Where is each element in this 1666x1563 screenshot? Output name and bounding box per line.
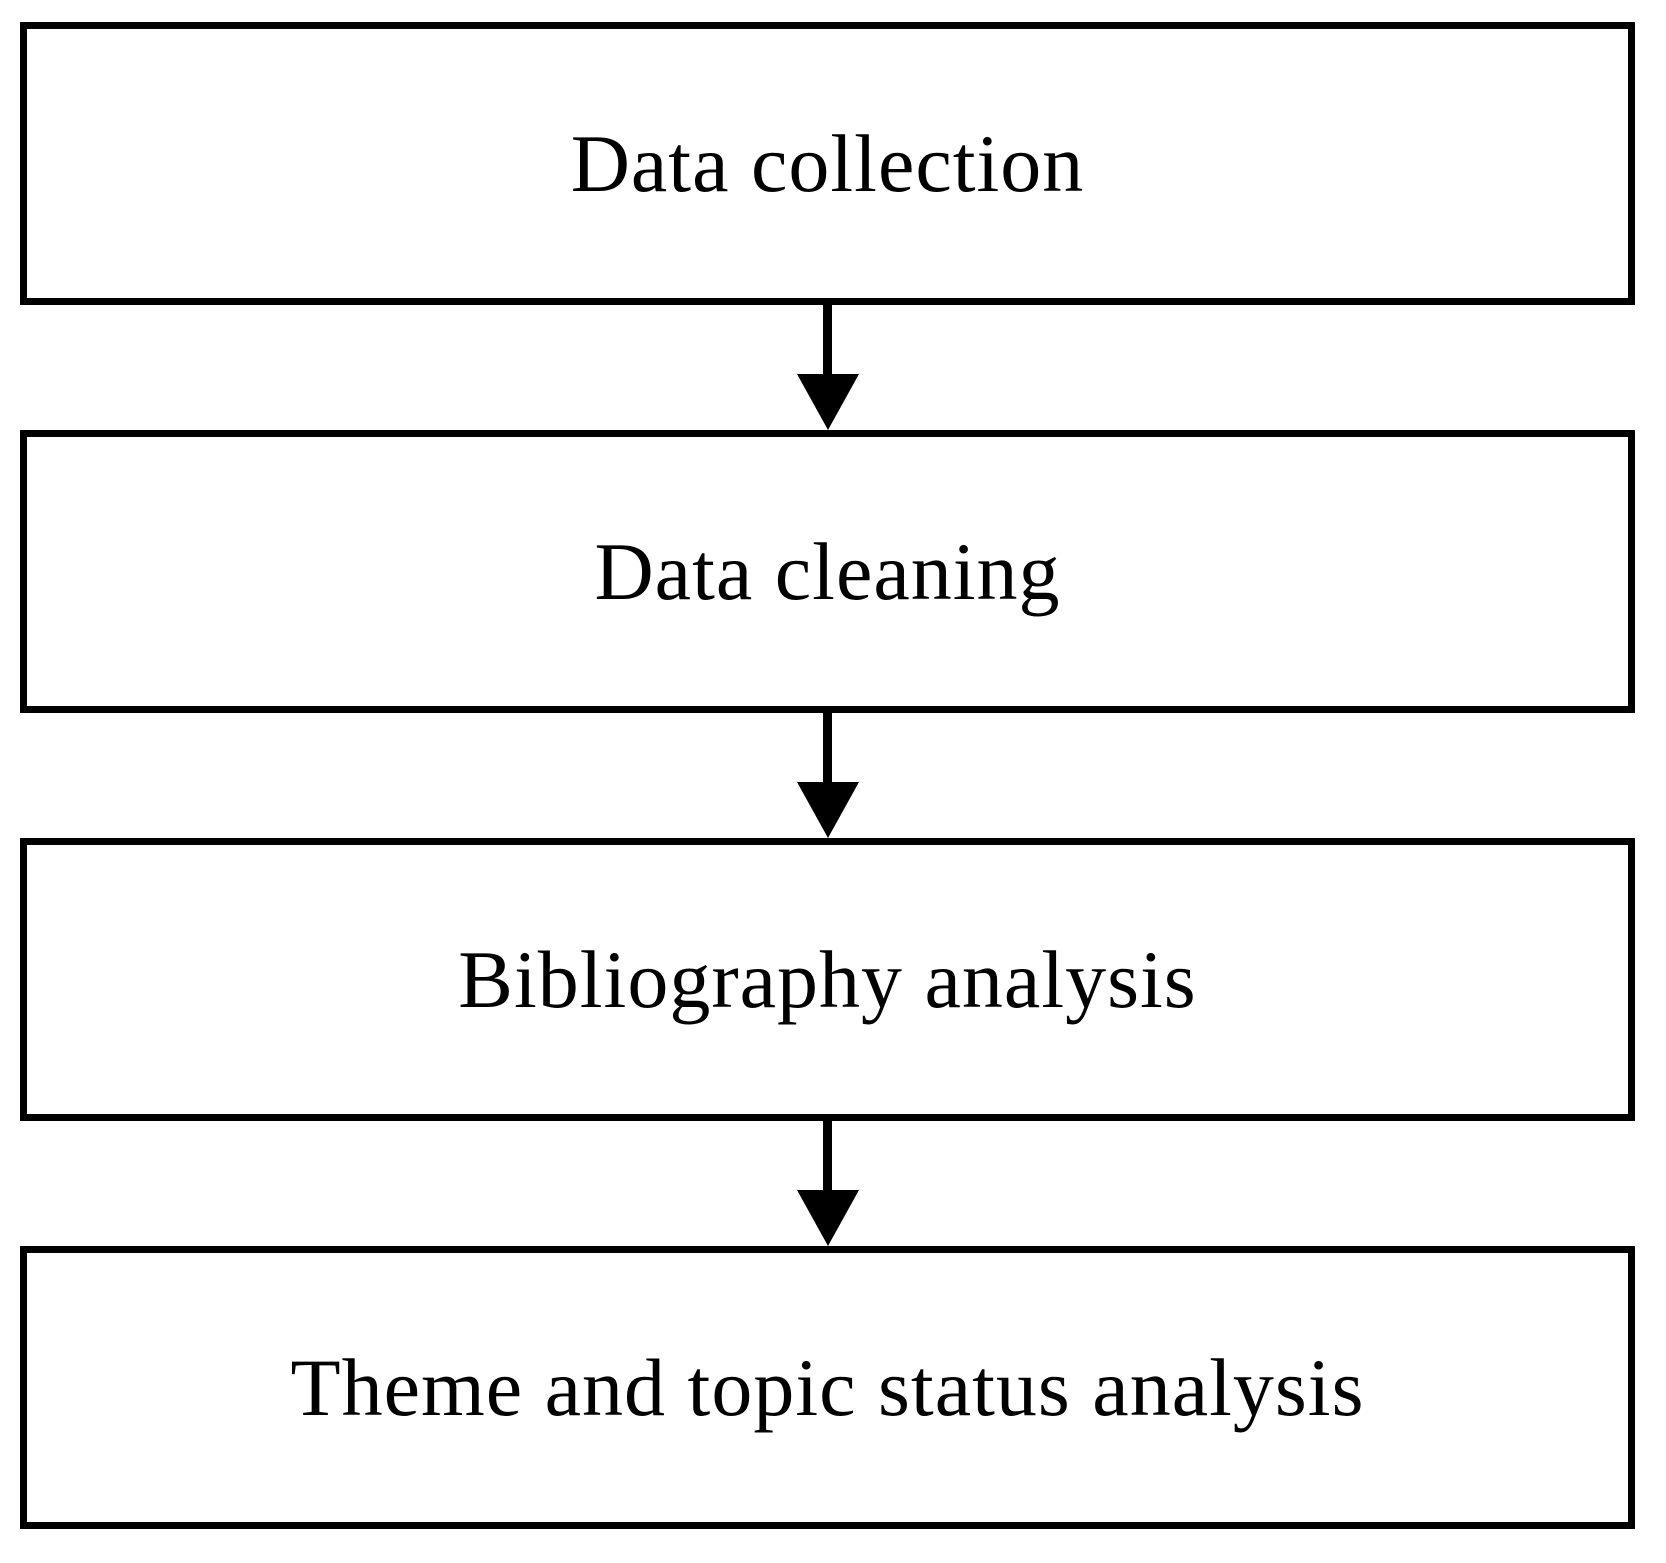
down-arrow-3	[20, 1121, 1635, 1246]
step-label-theme-topic-status-analysis: Theme and topic status analysis	[290, 1341, 1365, 1433]
flowchart-column: Data collection Data cleaning Bibliograp…	[20, 22, 1635, 1529]
down-arrow-stem-icon	[823, 305, 832, 374]
step-label-data-cleaning: Data cleaning	[594, 525, 1061, 617]
down-arrow-head-icon	[796, 374, 859, 430]
step-box-data-cleaning: Data cleaning	[20, 430, 1635, 713]
step-label-bibliography-analysis: Bibliography analysis	[458, 933, 1197, 1025]
down-arrow-2	[20, 713, 1635, 838]
down-arrow-head-icon	[796, 782, 859, 838]
down-arrow-stem-icon	[823, 713, 832, 782]
step-box-bibliography-analysis: Bibliography analysis	[20, 838, 1635, 1121]
down-arrow-1	[20, 305, 1635, 430]
down-arrow-head-icon	[796, 1190, 859, 1246]
down-arrow-stem-icon	[823, 1121, 832, 1190]
step-box-theme-topic-status-analysis: Theme and topic status analysis	[20, 1246, 1635, 1529]
step-label-data-collection: Data collection	[570, 117, 1085, 209]
step-box-data-collection: Data collection	[20, 22, 1635, 305]
